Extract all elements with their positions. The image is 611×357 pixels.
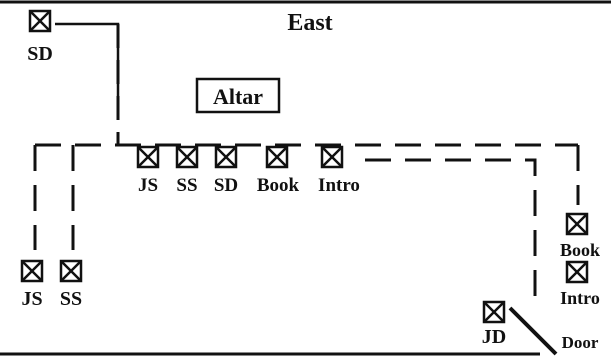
station-book-row-label: Book	[257, 175, 300, 196]
station-intro-row-label: Intro	[318, 175, 360, 196]
jd-dashed-path	[365, 158, 537, 300]
station-jd-label: JD	[482, 326, 506, 348]
altar-box	[195, 77, 281, 114]
station-jd-icon	[482, 300, 506, 324]
station-sd-top-icon	[28, 9, 52, 33]
station-ss-row-label: SS	[176, 175, 197, 196]
station-js-row-label: JS	[138, 175, 158, 196]
station-intro-row-icon	[320, 145, 344, 169]
station-js-row-icon	[136, 145, 160, 169]
altar-label: Altar	[213, 84, 263, 109]
station-book-right-icon	[565, 212, 589, 236]
sd-top-path-solid	[55, 22, 120, 100]
door-label: Door	[562, 333, 599, 352]
station-intro-right-label: Intro	[560, 288, 600, 308]
station-book-row-icon	[265, 145, 289, 169]
station-sd-row-icon	[214, 145, 238, 169]
station-book-right-label: Book	[560, 240, 600, 260]
door-swing	[508, 306, 558, 356]
station-sd-row-label: SD	[214, 175, 238, 196]
station-js-left-icon	[20, 259, 44, 283]
station-ss-left-icon	[59, 259, 83, 283]
station-ss-row-icon	[175, 145, 199, 169]
station-intro-right-icon	[565, 260, 589, 284]
station-js-left-label: JS	[21, 288, 42, 310]
station-ss-left-label: SS	[60, 288, 82, 310]
compass-label: East	[287, 10, 332, 36]
station-sd-top-label: SD	[27, 43, 53, 65]
